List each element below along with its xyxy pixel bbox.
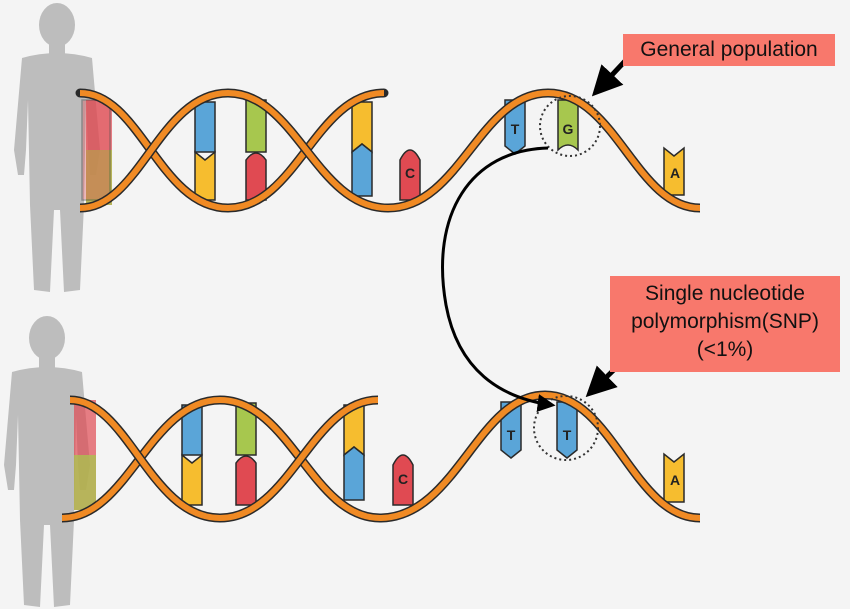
base-a: A [663,452,685,503]
base-pair [343,404,365,501]
base-label-a: A [670,165,680,181]
label-snp-line-1: Single nucleotide [645,282,805,305]
dna-helix-top: C T G A [75,88,701,213]
base-label-t: T [511,121,520,137]
base-label-c: C [405,165,415,181]
highlight-circle-t [533,395,599,461]
base-t-snp: T [556,401,578,459]
base-label-t: T [507,427,516,443]
label-snp-line-3: (<1%) [696,338,754,361]
label-snp: Single nucleotide polymorphism(SNP) (<1%… [610,276,840,372]
base-pair [194,101,216,201]
label-general-population-text: General population [640,38,818,61]
base-label-a: A [670,472,680,488]
human-silhouette-top [14,3,112,292]
base-c: C [399,149,421,201]
highlight-circle-g [539,95,601,157]
base-c: C [392,454,414,506]
base-pair [351,101,373,197]
base-a: A [663,146,685,196]
base-pair [235,402,257,506]
substitution-arrow [441,146,556,412]
human-silhouette-bottom [4,316,96,607]
base-label-g: G [563,121,574,137]
base-label-c: C [398,471,408,487]
base-label-t-snp: T [563,427,572,443]
base-pair [245,99,267,201]
base-pair [181,404,203,506]
base-pair [81,99,111,201]
label-general-population: General population [623,34,835,66]
base-g: G [557,99,579,152]
pointer-arrow-general [591,58,628,97]
dna-helix-bottom: C T T A [61,390,701,523]
label-snp-line-2: polymorphism(SNP) [631,310,819,333]
